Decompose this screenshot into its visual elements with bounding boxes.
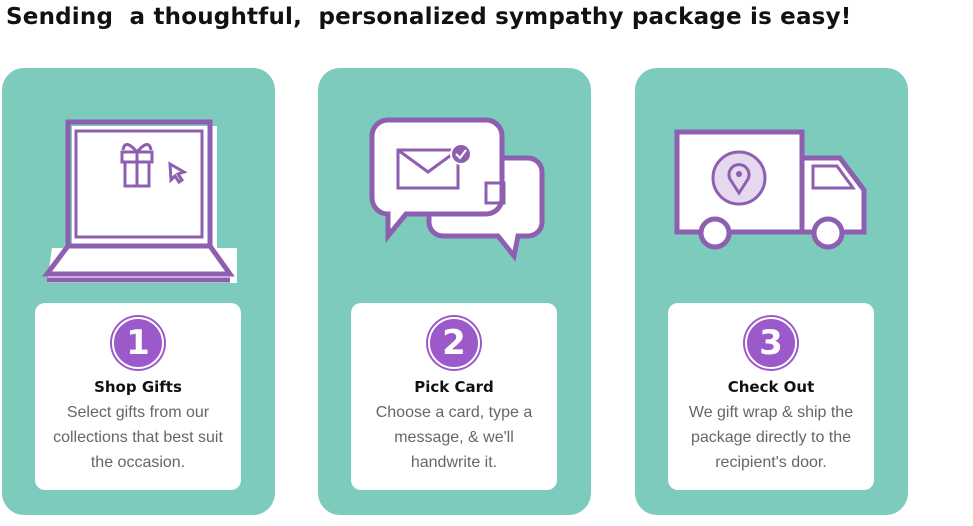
step-number-badge: 2	[428, 317, 480, 369]
laptop-gift-icon	[42, 119, 237, 283]
step-card-check-out: 3 Check Out We gift wrap & ship the pack…	[635, 68, 908, 515]
step-heading: Pick Card	[414, 378, 494, 396]
step-card-pick-card: 2 Pick Card Choose a card, type a messag…	[318, 68, 591, 515]
step-info-box: 2 Pick Card Choose a card, type a messag…	[351, 303, 557, 490]
step-description: Select gifts from our collections that b…	[53, 404, 223, 471]
step-card-shop-gifts: 1 Shop Gifts Select gifts from our colle…	[2, 68, 275, 515]
page-title: Sending a thoughtful, personalized sympa…	[6, 4, 852, 30]
step-description: Choose a card, type a message, & we'll h…	[375, 404, 533, 471]
step-number-badge: 3	[745, 317, 797, 369]
step-info-box: 3 Check Out We gift wrap & ship the pack…	[668, 303, 874, 490]
step-info-box: 1 Shop Gifts Select gifts from our colle…	[35, 303, 241, 490]
step-number-badge: 1	[112, 317, 164, 369]
message-card-icon	[369, 117, 545, 262]
step-heading: Shop Gifts	[94, 378, 182, 396]
step-description: We gift wrap & ship the package directly…	[688, 404, 854, 471]
delivery-truck-icon	[674, 129, 867, 250]
step-heading: Check Out	[727, 378, 815, 396]
